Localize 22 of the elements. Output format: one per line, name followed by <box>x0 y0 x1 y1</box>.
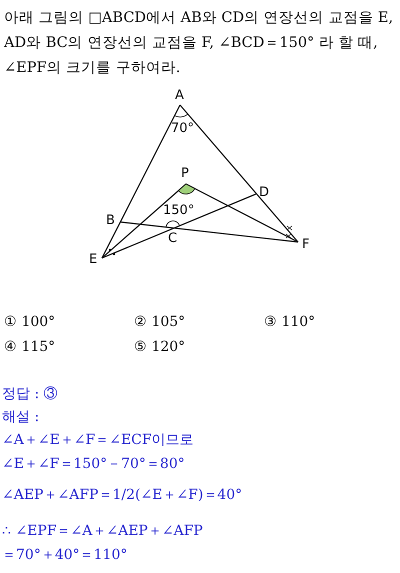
point-label: F <box>302 238 310 252</box>
point-label: D <box>259 186 270 200</box>
answer-choice: ③ 110° <box>264 313 316 332</box>
solution-heading: 해설 : <box>2 408 40 427</box>
point-label: E <box>89 253 98 267</box>
angle-value: 150° <box>163 204 194 218</box>
solution-line: ∴ ∠EPF＝∠A＋∠AEP＋∠AFP <box>2 522 203 541</box>
solution-line: ∠E＋∠F＝150°－70°＝80° <box>2 455 185 474</box>
answer-choice: ④ 115° <box>4 338 56 357</box>
answer-text: 정답 : ③ <box>2 385 58 404</box>
angle-value: 70° <box>171 122 194 136</box>
point-label: B <box>106 214 115 228</box>
answer-choice: ⑤ 120° <box>134 338 186 357</box>
answer-choice: ② 105° <box>134 313 186 332</box>
answer-choice: ① 100° <box>4 313 56 332</box>
point-label: A <box>175 89 184 103</box>
solution-line: ∠A＋∠E＋∠F＝∠ECF이므로 <box>2 431 194 450</box>
solution-line: ∠AEP＋∠AFP＝1/2(∠E＋∠F)＝40° <box>2 486 242 505</box>
point-label: C <box>168 232 178 246</box>
point-label: P <box>181 167 189 181</box>
solution-line: ＝70°＋40°＝110° <box>2 546 128 565</box>
question-text: 아래 그림의 □ABCD에서 AB와 CD의 연장선의 교점을 E, AD와 BC의 연장선의 교점을 F, ∠BCD＝150° 라 할 때, ∠EPF의 크기를 구하여라. <box>4 9 394 78</box>
